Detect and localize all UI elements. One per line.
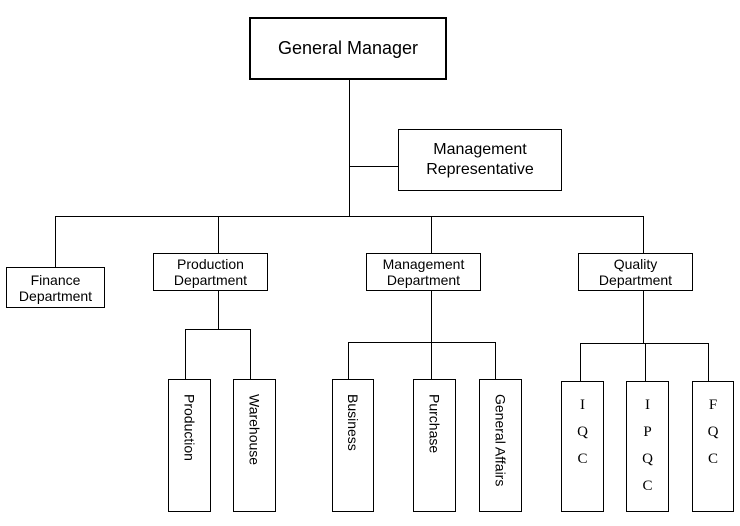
production-department-box: Production Department (153, 253, 268, 291)
general-affairs-unit-label: General Affairs (492, 394, 509, 487)
ipqc-letter: P (643, 424, 652, 440)
general-affairs-unit-box: General Affairs (479, 379, 522, 512)
iqc-unit-box: I Q C (561, 381, 604, 512)
fqc-letter: Q (707, 424, 719, 440)
production-unit-label: Production (181, 394, 198, 461)
general-manager-box: General Manager (249, 17, 447, 80)
business-unit-box: Business (332, 379, 374, 512)
iqc-letter: C (577, 451, 588, 467)
finance-department-box: Finance Department (6, 267, 105, 308)
quality-department-label: Quality Department (598, 256, 673, 288)
ipqc-letter: I (645, 397, 650, 413)
ipqc-letter: C (642, 478, 653, 494)
fqc-letter: F (708, 397, 718, 413)
warehouse-unit-label: Warehouse (246, 394, 263, 466)
production-department-label: Production Department (173, 256, 248, 288)
management-department-label: Management Department (382, 256, 465, 288)
management-representative-label: Management Representative (426, 141, 534, 178)
fqc-letter: C (707, 451, 718, 467)
ipqc-letter: Q (642, 451, 653, 467)
purchase-unit-box: Purchase (413, 379, 456, 512)
iqc-unit-label: I Q C (577, 392, 588, 473)
ipqc-unit-label: I P Q C (642, 392, 653, 500)
iqc-letter: I (580, 397, 585, 413)
management-representative-box: Management Representative (398, 129, 562, 191)
production-unit-box: Production (168, 379, 211, 512)
fqc-unit-label: F Q C (708, 392, 719, 473)
purchase-unit-label: Purchase (426, 394, 443, 454)
business-unit-label: Business (345, 394, 361, 451)
iqc-letter: Q (577, 424, 588, 440)
quality-department-box: Quality Department (578, 253, 693, 291)
ipqc-unit-box: I P Q C (626, 381, 669, 512)
finance-department-label: Finance Department (18, 271, 93, 304)
fqc-unit-box: F Q C (692, 381, 734, 512)
management-department-box: Management Department (366, 253, 481, 291)
warehouse-unit-box: Warehouse (233, 379, 276, 512)
general-manager-label: General Manager (277, 38, 419, 58)
